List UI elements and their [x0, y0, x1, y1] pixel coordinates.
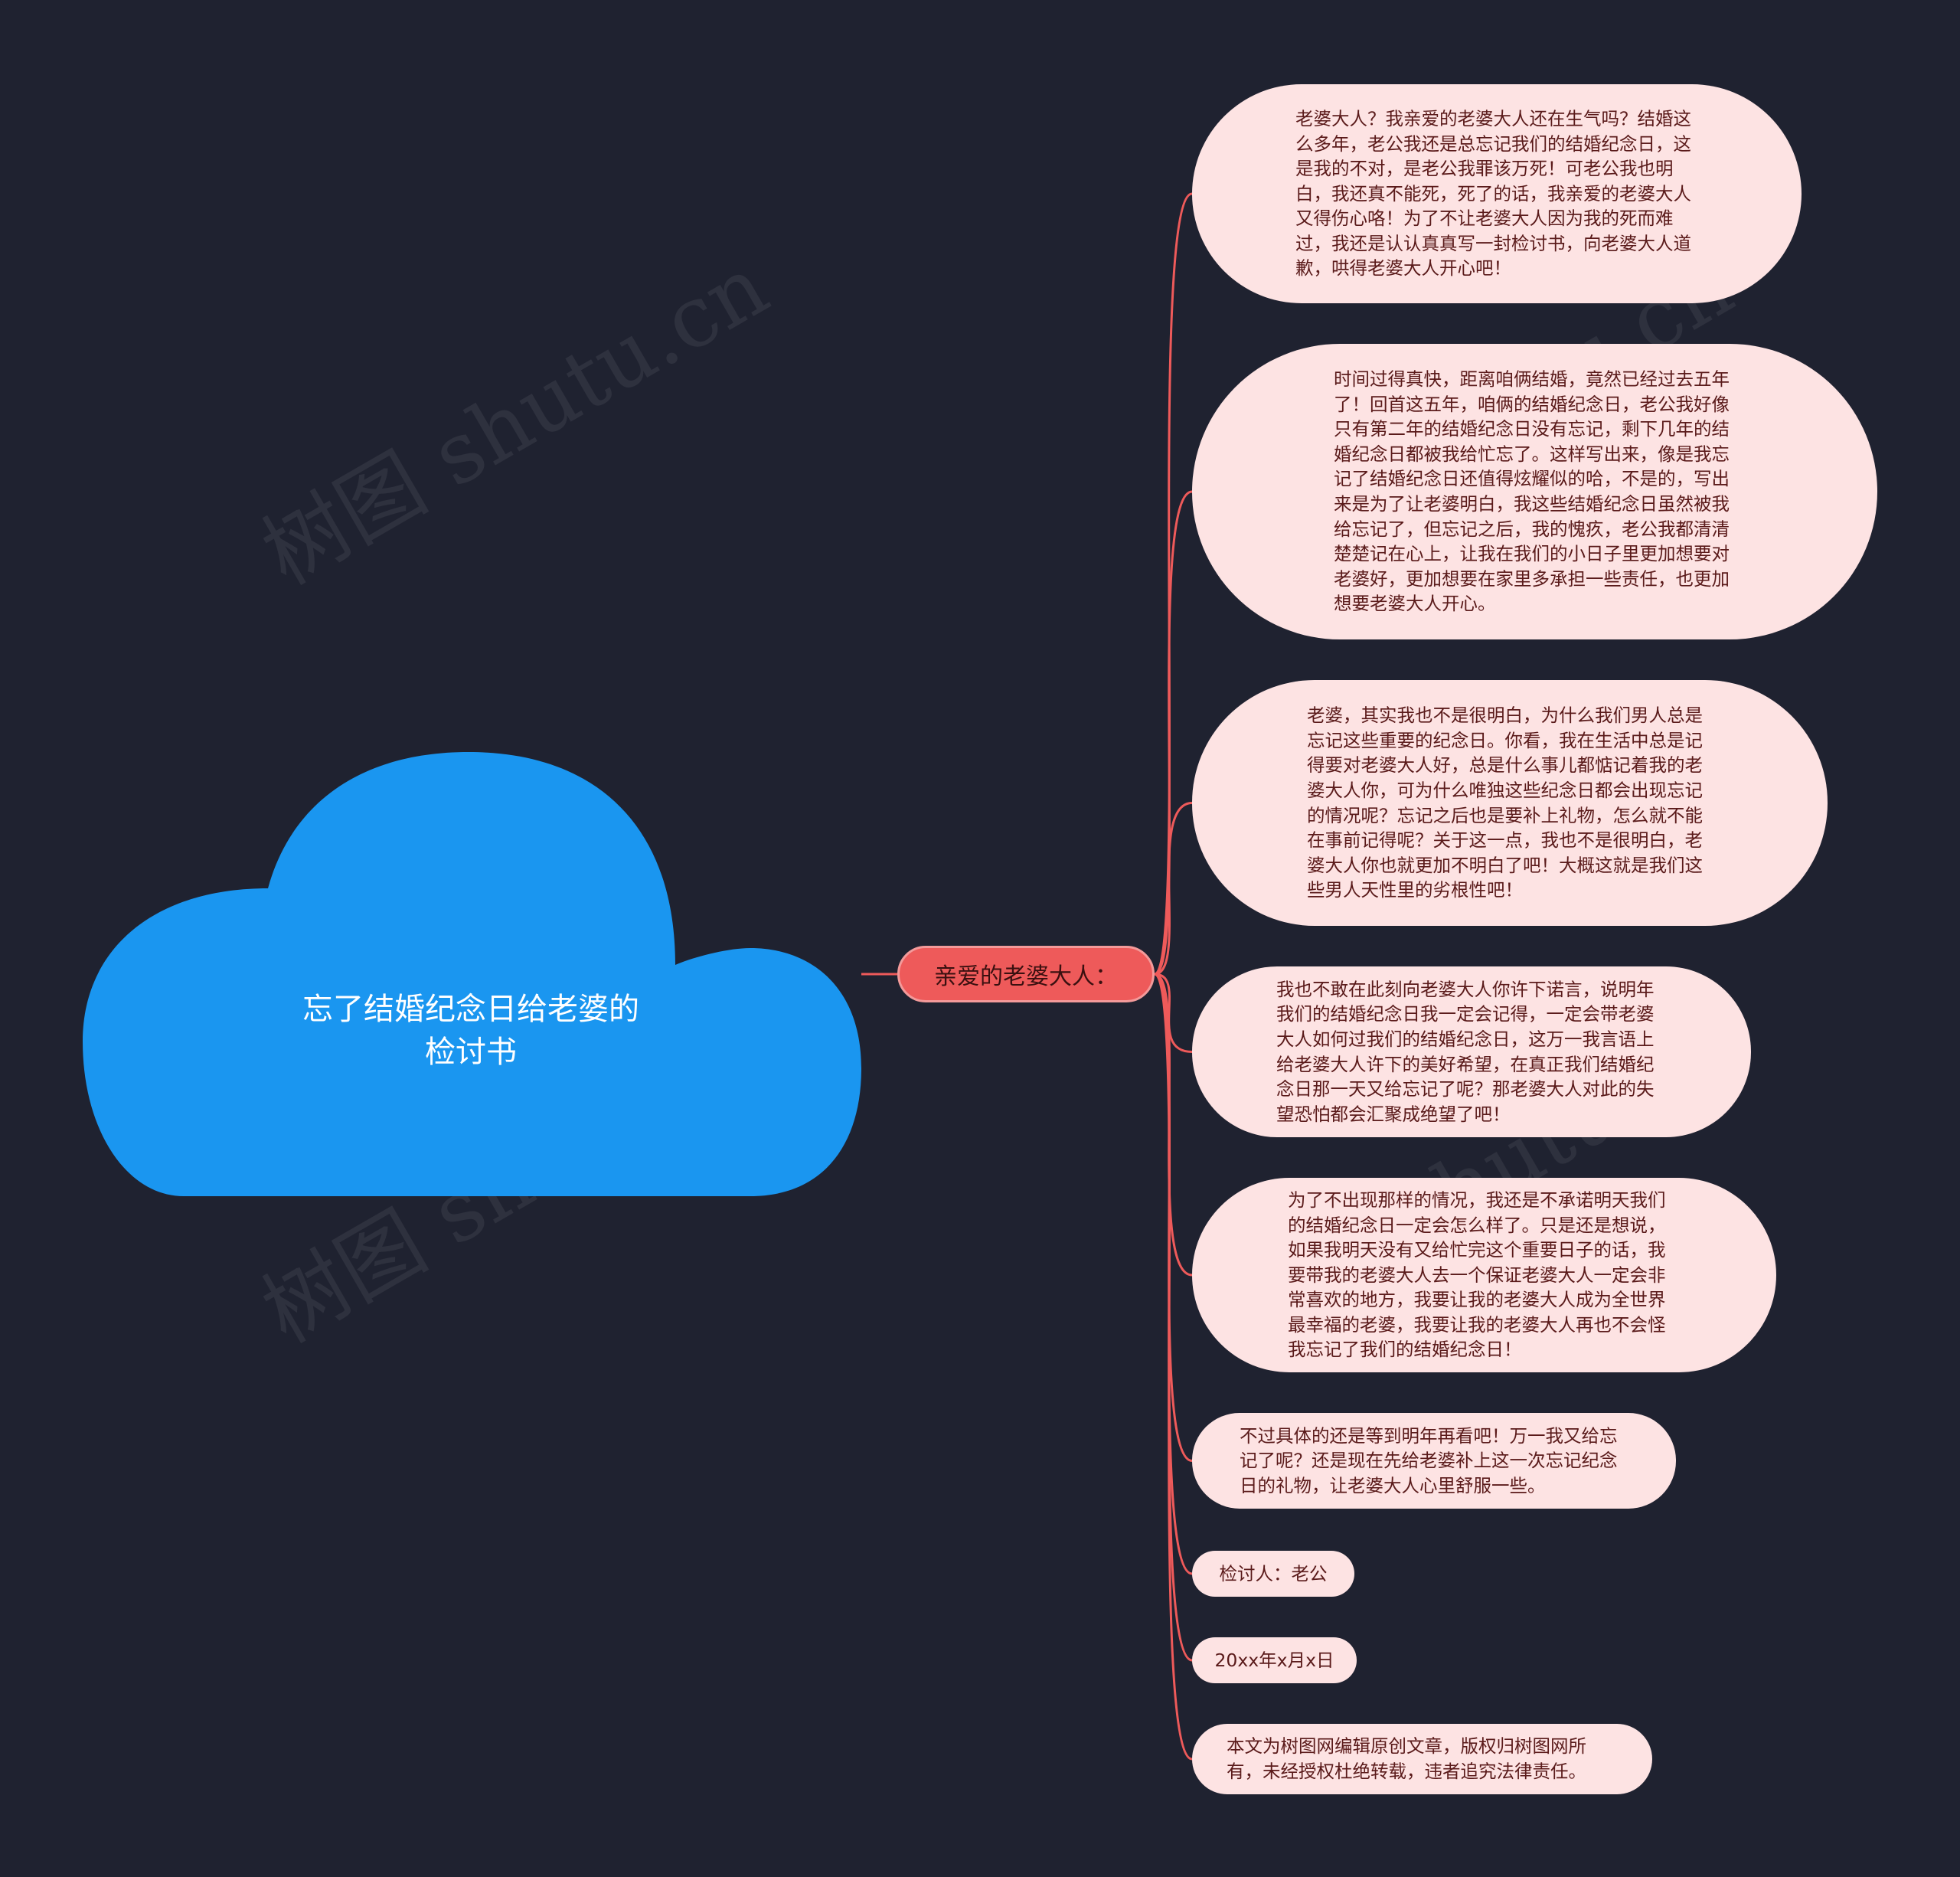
leaf-node-9[interactable]: 本文为树图网编辑原创文章，版权归树图网所有，未经授权杜绝转载，违者追究法律责任。 [1192, 1724, 1652, 1794]
root-cloud[interactable] [83, 752, 861, 1196]
leaf-node-2[interactable]: 时间过得真快，距离咱俩结婚，竟然已经过去五年了！回首这五年，咱俩的结婚纪念日，老… [1192, 344, 1877, 639]
connector-branch-leaf-9 [1154, 973, 1193, 1761]
leaf-node-3[interactable]: 老婆，其实我也不是很明白，为什么我们男人总是忘记这些重要的纪念日。你看，我在生活… [1192, 680, 1828, 926]
root-title[interactable]: 忘了结婚纪念日给老婆的 检讨书 [222, 988, 720, 1074]
branch-label: 亲爱的老婆大人： [934, 963, 1118, 990]
branch-node[interactable]: 亲爱的老婆大人： [897, 946, 1155, 1002]
leaf-text-9: 本文为树图网编辑原创文章，版权归树图网所有，未经授权杜绝转载，违者追究法律责任。 [1227, 1735, 1586, 1782]
leaf-node-7[interactable]: 检讨人：老公 [1192, 1551, 1354, 1597]
leaf-text-1: 老婆大人？我亲爱的老婆大人还在生气吗？结婚这么多年，老公我还是总忘记我们的结婚纪… [1295, 107, 1691, 280]
connector-branch-leaf-3 [1154, 802, 1193, 976]
connector-branch-leaf-1 [1154, 192, 1193, 976]
root-title-line2: 检讨书 [425, 1035, 517, 1070]
root-title-line1: 忘了结婚纪念日给老婆的 [302, 992, 639, 1027]
leaf-text-4: 我也不敢在此刻向老婆大人你许下诺言，说明年我们的结婚纪念日我一定会记得，一定会带… [1276, 978, 1655, 1125]
leaf-node-1[interactable]: 老婆大人？我亲爱的老婆大人还在生气吗？结婚这么多年，老公我还是总忘记我们的结婚纪… [1192, 84, 1802, 303]
leaf-node-4[interactable]: 我也不敢在此刻向老婆大人你许下诺言，说明年我们的结婚纪念日我一定会记得，一定会带… [1192, 966, 1751, 1137]
leaf-text-8: 20xx年x月x日 [1214, 1649, 1334, 1671]
leaf-node-6[interactable]: 不过具体的还是等到明年再看吧！万一我又给忘记了呢？还是现在先给老婆补上这一次忘记… [1192, 1413, 1676, 1509]
leaf-node-8[interactable]: 20xx年x月x日 [1192, 1637, 1357, 1683]
leaf-node-5[interactable]: 为了不出现那样的情况，我还是不承诺明天我们的结婚纪念日一定会怎么样了。只是还是想… [1192, 1178, 1776, 1372]
leaf-text-5: 为了不出现那样的情况，我还是不承诺明天我们的结婚纪念日一定会怎么样了。只是还是想… [1288, 1189, 1666, 1361]
connector-branch-leaf-2 [1154, 490, 1193, 976]
leaf-text-2: 时间过得真快，距离咱俩结婚，竟然已经过去五年了！回首这五年，咱俩的结婚纪念日，老… [1334, 368, 1730, 615]
leaf-text-7: 检讨人：老公 [1219, 1562, 1328, 1584]
leaf-text-6: 不过具体的还是等到明年再看吧！万一我又给忘记了呢？还是现在先给老婆补上这一次忘记… [1240, 1424, 1618, 1496]
leaf-text-3: 老婆，其实我也不是很明白，为什么我们男人总是忘记这些重要的纪念日。你看，我在生活… [1307, 705, 1703, 901]
